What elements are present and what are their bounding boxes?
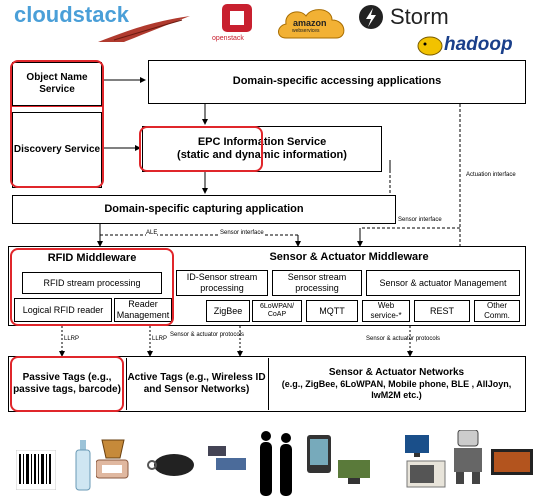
rfid-middleware-highlight [10, 248, 174, 326]
mqtt-label: MQTT [319, 305, 345, 316]
object-name-service-label: Object Name Service [26, 72, 88, 95]
discovery-service-label: Discovery Service [13, 144, 101, 155]
barcode-icon [16, 450, 56, 490]
rfid-stream-label: RFID stream processing [43, 277, 141, 288]
sa-networks-title: Sensor & Actuator Networks [328, 367, 465, 379]
reader-mgmt-box: Reader Management [114, 298, 172, 322]
openstack-logo: openstack [212, 35, 244, 42]
zigbee-box: ZigBee [206, 300, 250, 322]
plant-icon [338, 460, 370, 484]
sa-middleware-title: Sensor & Actuator Middleware [176, 250, 522, 266]
feather-icon [98, 16, 190, 42]
other-comm-label: Other Comm. [484, 301, 510, 320]
people-icon [260, 431, 292, 496]
web-service-box: Web service-* [362, 300, 410, 322]
rfid-middleware-label: RFID Middleware [47, 252, 137, 265]
logical-reader-label: Logical RFID reader [22, 304, 104, 315]
sa-networks-box: Sensor & Actuator Networks (e.g., ZigBee… [268, 358, 524, 410]
sa-protocols-label-2: Sensor & actuator protocols [366, 336, 441, 342]
ale-label: ALE [146, 230, 158, 236]
logical-reader-box: Logical RFID reader [14, 298, 112, 322]
cup-icon [101, 439, 125, 459]
hadoop-logo: hadoop [444, 34, 513, 55]
other-comm-box: Other Comm. [474, 300, 520, 322]
sensor-interface-label-right: Sensor interface [398, 217, 442, 223]
domain-apps-label: Domain-specific accessing applications [232, 75, 442, 88]
object-name-service-box: Object Name Service [12, 62, 102, 106]
openstack-icon [222, 4, 252, 32]
sa-networks-desc: (e.g., ZigBee, 6LoWPAN, Mobile phone, BL… [281, 379, 512, 400]
sa-protocols-label-1: Sensor & actuator protocols [170, 332, 245, 338]
ons-discovery-highlight [10, 60, 104, 188]
rest-box: REST [414, 300, 470, 322]
key-fob-icon [147, 454, 194, 476]
llrp-label-1: LLRP [64, 336, 80, 342]
storm-logo: Storm [390, 4, 449, 29]
cloudstack-logo: cloudstack [14, 2, 129, 27]
passive-tags-highlight [10, 356, 124, 412]
active-tags-label: Active Tags (e.g., Wireless ID and Senso… [127, 372, 266, 395]
mqtt-box: MQTT [306, 300, 358, 322]
sensor-interface-label-mid: Sensor interface [220, 230, 264, 236]
rfid-stream-box: RFID stream processing [22, 272, 162, 294]
capturing-app-box: Domain-specific capturing application [12, 195, 396, 224]
sa-middleware-label: Sensor & Actuator Middleware [269, 251, 429, 264]
aws-cloud-icon [278, 9, 345, 39]
rest-label: REST [429, 305, 454, 316]
id-sensor-stream-box: ID-Sensor stream processing [176, 270, 268, 296]
storm-bolt-icon [359, 5, 383, 29]
capturing-app-label: Domain-specific capturing application [104, 202, 304, 215]
sa-mgmt-box: Sensor & actuator Management [366, 270, 520, 296]
domain-apps-box: Domain-specific accessing applications [148, 60, 526, 104]
sa-mgmt-label: Sensor & actuator Management [379, 277, 507, 288]
robot-icon [454, 430, 482, 484]
sensor-board-icon [208, 446, 246, 470]
zigbee-label: ZigBee [213, 305, 243, 316]
microwave-icon [406, 460, 446, 488]
llrp-label-2: LLRP [152, 336, 168, 342]
monitor-icon [405, 435, 429, 457]
id-sensor-stream-label: ID-Sensor stream processing [186, 272, 258, 293]
ons-discovery-divider [10, 106, 104, 107]
passive-tags-label: Passive Tags (e.g., passive tags, barcod… [13, 372, 121, 395]
web-service-label: Web service-* [370, 301, 402, 320]
tv-icon [491, 449, 533, 475]
reader-mgmt-label: Reader Management [116, 299, 170, 320]
6lowpan-box: 6LoWPAN/ CoAP [252, 300, 302, 322]
epcis-highlight [139, 126, 263, 172]
rfid-middleware-title: RFID Middleware [12, 250, 172, 268]
6lowpan-label: 6LoWPAN/ CoAP [259, 302, 295, 318]
passive-tags-box: Passive Tags (e.g., passive tags, barcod… [12, 358, 122, 410]
aws-logo-bottom: webservices [292, 28, 320, 34]
bottle-icon [75, 440, 91, 491]
rfid-tag-icon [96, 459, 129, 479]
hadoop-elephant-icon [417, 36, 443, 56]
active-tags-box: Active Tags (e.g., Wireless ID and Senso… [126, 358, 266, 410]
sensor-stream-box: Sensor stream processing [272, 270, 362, 296]
aws-logo-top: amazon [293, 18, 327, 28]
actuation-interface-label: Actuation interface [466, 172, 516, 178]
sensor-stream-label: Sensor stream processing [287, 272, 347, 293]
phone-icon [307, 435, 331, 473]
